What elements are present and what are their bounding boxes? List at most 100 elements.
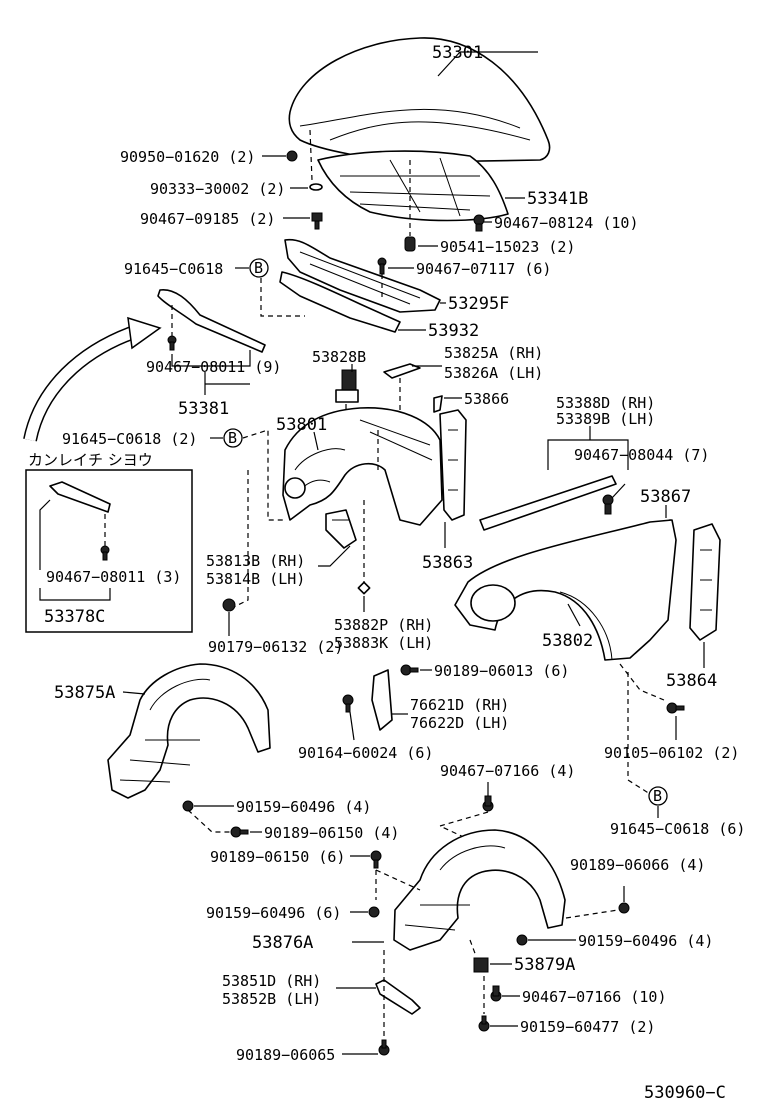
label-90467-08044: 90467−08044 (7) bbox=[574, 446, 709, 464]
clip-90467-08124[interactable] bbox=[473, 214, 485, 232]
label-90467-08011-3: 90467−08011 (3) bbox=[46, 568, 181, 586]
label-53876A: 53876A bbox=[252, 933, 313, 953]
strip-53381[interactable] bbox=[157, 289, 266, 353]
label-90189-06066: 90189−06066 (4) bbox=[570, 856, 705, 874]
label-53814B: 53814B (LH) bbox=[206, 570, 305, 588]
panel-53295F[interactable] bbox=[284, 238, 441, 313]
grommet-90950-01620[interactable] bbox=[286, 150, 298, 162]
seal-53932[interactable] bbox=[279, 271, 401, 333]
callout-b-top bbox=[249, 258, 269, 278]
pad-53828B[interactable] bbox=[335, 369, 359, 403]
screw-90164-60024[interactable] bbox=[342, 694, 354, 713]
clip-90467-08011-b[interactable] bbox=[100, 545, 110, 561]
label-91645-C0618-top: 91645−C0618 bbox=[124, 260, 223, 278]
label-53875A: 53875A bbox=[54, 683, 115, 703]
screw-90189-06150-a[interactable] bbox=[230, 826, 249, 838]
label-90467-08124: 90467−08124 (10) bbox=[494, 214, 639, 232]
label-53879A: 53879A bbox=[514, 955, 575, 975]
bracket-53863[interactable] bbox=[439, 409, 467, 521]
fender-liner-53876A[interactable] bbox=[393, 829, 566, 951]
label-90159-60496-4b: 90159−60496 (4) bbox=[578, 932, 713, 950]
fender-53802[interactable] bbox=[454, 519, 677, 661]
screw-90189-06066[interactable] bbox=[618, 902, 630, 914]
bracket-53813B[interactable] bbox=[325, 509, 357, 549]
label-91645-C0618-2: 91645−C0618 (2) bbox=[62, 430, 197, 448]
label-90164-60024: 90164−60024 (6) bbox=[298, 744, 433, 762]
label-53389B: 53389B (LH) bbox=[556, 410, 655, 428]
clip-90467-08044[interactable] bbox=[602, 494, 614, 515]
label-53864: 53864 bbox=[666, 671, 717, 691]
clip-90467-09185[interactable] bbox=[311, 212, 323, 230]
seal-53866[interactable] bbox=[433, 395, 443, 413]
label-53802: 53802 bbox=[542, 631, 593, 651]
mudguard-76621D[interactable] bbox=[371, 669, 393, 731]
label-90189-06013: 90189−06013 (6) bbox=[434, 662, 569, 680]
label-90159-60496-6: 90159−60496 (6) bbox=[206, 904, 341, 922]
label-53826A: 53826A (LH) bbox=[444, 364, 543, 382]
clip-90467-08011[interactable] bbox=[167, 335, 177, 351]
label-90950-01620: 90950−01620 (2) bbox=[120, 148, 255, 166]
nut-90179-06132[interactable] bbox=[222, 598, 236, 612]
clip-90467-07166-a[interactable] bbox=[482, 795, 494, 812]
label-53851D: 53851D (RH) bbox=[222, 972, 321, 990]
bracket-53864[interactable] bbox=[689, 523, 721, 641]
screw-90189-06013[interactable] bbox=[400, 664, 419, 676]
hood-53301[interactable] bbox=[288, 37, 551, 163]
seal-53879A[interactable] bbox=[473, 957, 489, 973]
clip-90467-07166-b[interactable] bbox=[490, 985, 502, 1002]
cushion-90541-15023[interactable] bbox=[404, 236, 416, 252]
callout-b-bottom bbox=[648, 786, 668, 806]
callout-b-mid bbox=[223, 428, 243, 448]
label-53388D: 53388D (RH) bbox=[556, 394, 655, 412]
seal-strip-53388D[interactable] bbox=[479, 475, 617, 531]
clip-90159-60496-a[interactable] bbox=[182, 800, 194, 812]
cold-area-box bbox=[25, 469, 193, 633]
hood-insulator-53341B[interactable] bbox=[317, 150, 509, 222]
clip-90159-60496-b[interactable] bbox=[368, 906, 380, 918]
direction-arrow bbox=[23, 316, 162, 442]
label-53295F: 53295F bbox=[448, 294, 509, 314]
callout-b-top-letter: B bbox=[254, 259, 263, 277]
label-90467-07117: 90467−07117 (6) bbox=[416, 260, 551, 278]
clip-90159-60496-c[interactable] bbox=[516, 934, 528, 946]
label-90333-30002: 90333−30002 (2) bbox=[150, 180, 285, 198]
bracket-53851D[interactable] bbox=[375, 979, 421, 1015]
seal-53882P[interactable] bbox=[357, 581, 371, 595]
seal-53825A[interactable] bbox=[383, 363, 421, 379]
label-90467-08011-9: 90467−08011 (9) bbox=[146, 358, 281, 376]
label-53863: 53863 bbox=[422, 553, 473, 573]
label-53828B: 53828B bbox=[312, 348, 366, 366]
label-90189-06065: 90189−06065 bbox=[236, 1046, 335, 1064]
strip-53378C[interactable] bbox=[49, 481, 111, 513]
callout-b-mid-letter: B bbox=[228, 429, 237, 447]
label-90189-06150-6: 90189−06150 (6) bbox=[210, 848, 345, 866]
screw-90189-06150-b[interactable] bbox=[370, 850, 382, 869]
label-cold-area: カンレイチ シヨウ bbox=[28, 451, 153, 469]
label-76621D: 76621D (RH) bbox=[410, 696, 509, 714]
label-53378C: 53378C bbox=[44, 607, 105, 627]
clip-90467-07117[interactable] bbox=[377, 257, 387, 275]
label-90467-07166-4: 90467−07166 (4) bbox=[440, 762, 575, 780]
fender-liner-53875A[interactable] bbox=[107, 663, 271, 799]
label-53883K: 53883K (LH) bbox=[334, 634, 433, 652]
label-90159-60496-4a: 90159−60496 (4) bbox=[236, 798, 371, 816]
label-90179-06132: 90179−06132 (2) bbox=[208, 638, 343, 656]
clip-90159-60477[interactable] bbox=[478, 1015, 490, 1032]
label-90467-07166-10: 90467−07166 (10) bbox=[522, 988, 667, 1006]
label-53341B: 53341B bbox=[527, 189, 588, 209]
label-53882P: 53882P (RH) bbox=[334, 616, 433, 634]
label-91645-C0618-6: 91645−C0618 (6) bbox=[610, 820, 745, 838]
washer-90333-30002[interactable] bbox=[309, 183, 323, 191]
label-53381: 53381 bbox=[178, 399, 229, 419]
apron-53801[interactable] bbox=[282, 407, 443, 526]
label-90159-60477: 90159−60477 (2) bbox=[520, 1018, 655, 1036]
label-90541-15023: 90541−15023 (2) bbox=[440, 238, 575, 256]
label-53825A: 53825A (RH) bbox=[444, 344, 543, 362]
callout-b-bottom-letter: B bbox=[653, 787, 662, 805]
label-53301: 53301 bbox=[432, 43, 483, 63]
bolt-90105-06102[interactable] bbox=[666, 702, 685, 714]
label-53866: 53866 bbox=[464, 390, 509, 408]
label-90105-06102: 90105−06102 (2) bbox=[604, 744, 739, 762]
screw-90189-06065[interactable] bbox=[378, 1039, 390, 1056]
